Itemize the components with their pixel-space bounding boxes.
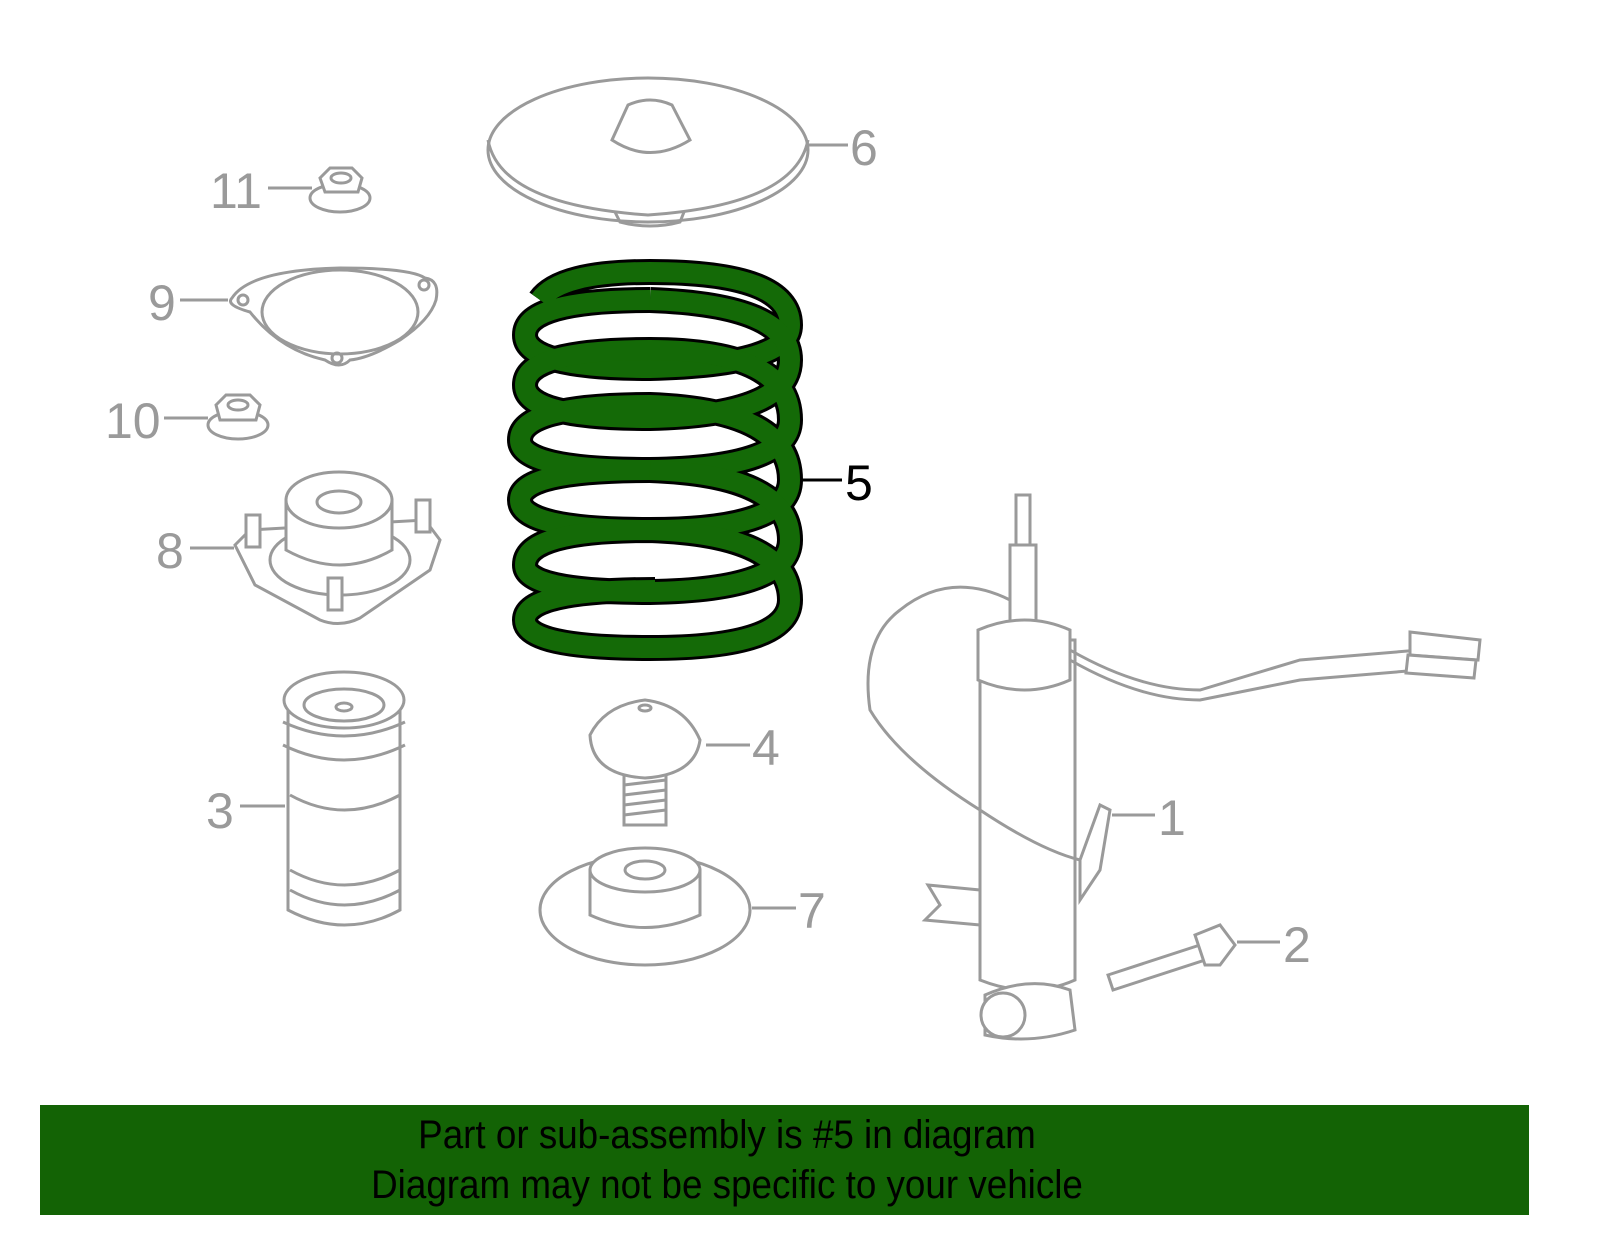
label-4: 4 — [752, 720, 780, 776]
callout-10[interactable]: 10 — [105, 393, 208, 449]
part-1-strut-assembly[interactable] — [866, 493, 1482, 1041]
label-3: 3 — [206, 783, 234, 839]
callout-1[interactable]: 1 — [1112, 790, 1186, 846]
label-10: 10 — [105, 393, 161, 449]
part-3-bump-stop[interactable] — [282, 670, 406, 927]
part-7-lower-seat[interactable] — [538, 846, 752, 967]
banner-line-2: Diagram may not be specific to your vehi… — [371, 1163, 1083, 1207]
callout-3[interactable]: 3 — [206, 783, 285, 839]
label-9: 9 — [148, 275, 176, 331]
label-1: 1 — [1158, 790, 1186, 846]
part-9-gasket[interactable] — [229, 266, 439, 367]
part-8-strut-mount[interactable] — [233, 470, 442, 625]
label-7: 7 — [798, 883, 826, 939]
callout-7[interactable]: 7 — [752, 883, 826, 939]
callout-2[interactable]: 2 — [1237, 917, 1311, 973]
callout-5[interactable]: 5 — [800, 455, 873, 511]
callout-9[interactable]: 9 — [148, 275, 228, 331]
callout-8[interactable]: 8 — [156, 523, 234, 579]
label-11: 11 — [210, 163, 262, 219]
part-5-coil-spring[interactable] — [506, 258, 804, 662]
info-banner: Part or sub-assembly is #5 in diagram Di… — [40, 1105, 1529, 1215]
part-6-upper-seat[interactable] — [486, 76, 810, 228]
label-8: 8 — [156, 523, 184, 579]
part-2-bolt[interactable] — [1106, 923, 1237, 992]
callout-4[interactable]: 4 — [706, 720, 780, 776]
label-6: 6 — [850, 120, 878, 176]
part-4-jounce-bumper[interactable] — [588, 698, 702, 827]
banner-line-1: Part or sub-assembly is #5 in diagram — [418, 1113, 1036, 1157]
label-2: 2 — [1283, 917, 1311, 973]
label-5: 5 — [845, 455, 873, 511]
callout-6[interactable]: 6 — [808, 120, 878, 176]
part-11-nut[interactable] — [308, 166, 372, 214]
callout-11[interactable]: 11 — [210, 163, 312, 219]
part-10-nut[interactable] — [206, 393, 270, 441]
